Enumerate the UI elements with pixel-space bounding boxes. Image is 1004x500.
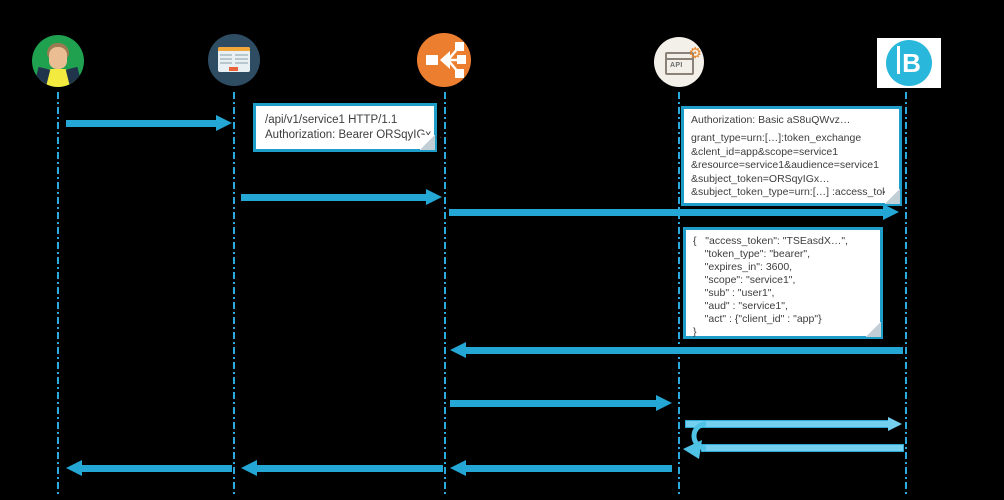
user-avatar-icon	[32, 35, 84, 87]
note-text: grant_type=urn:[…]:token_exchange	[691, 132, 862, 145]
note-text: "token_type": "bearer",	[693, 248, 811, 260]
note-text: "act" : {"client_id" : "app"}	[693, 313, 822, 325]
b-logo-letter: B	[902, 48, 921, 78]
api-label: API	[670, 62, 683, 69]
browser-window-icon	[208, 34, 260, 86]
note-text: /api/v1/service1 HTTP/1.1	[265, 114, 398, 126]
note-text: }	[693, 326, 697, 338]
api-window: API	[665, 52, 694, 75]
token-exchange-note: Authorization: Basic aS8uQWvz… grant_typ…	[681, 106, 902, 206]
note-text: &resource=service1&audience=service1	[691, 159, 879, 172]
api-window-titlebar	[667, 54, 692, 60]
lifeline-service	[678, 92, 680, 496]
token-response-note: { "access_token": "TSEasdX…", "token_typ…	[683, 227, 883, 339]
lifeline-browser-app	[233, 92, 235, 496]
browser-window	[218, 47, 250, 72]
note-text: &clent_id=app&scope=service1	[691, 145, 839, 158]
api-window-icon: API ⚙	[654, 37, 704, 87]
lifeline-gateway	[444, 92, 446, 496]
browser-titlebar	[218, 47, 250, 51]
note-text: &subject_token_type=urn:[…] :access_toke…	[691, 186, 900, 199]
note-text: "sub" : "user1",	[693, 287, 775, 299]
load-balancer-glyph	[426, 42, 466, 78]
load-balancer-icon	[417, 33, 471, 87]
request-note: /api/v1/service1 HTTP/1.1 Authorization:…	[253, 103, 443, 152]
note-text: { "access_token": "TSEasdX…",	[693, 235, 848, 247]
avatar-face	[49, 47, 67, 69]
note-text: "scope": "service1",	[693, 274, 796, 286]
gear-icon: ⚙	[688, 45, 702, 62]
note-fold-corner	[885, 189, 900, 204]
note-text: "aud" : "service1",	[693, 300, 788, 312]
lifeline-token-service	[905, 92, 907, 496]
hook-arrowhead-icon	[683, 421, 707, 459]
note-text: "expires_in": 3600,	[693, 261, 793, 273]
note-fold-corner	[866, 322, 881, 337]
b-logo-icon: B	[877, 38, 941, 88]
note-text: &subject_token=ORSqyIGx…	[691, 172, 830, 185]
b-logo-circle: B	[886, 40, 932, 86]
b-logo-bar	[897, 46, 901, 74]
note-text: Authorization: Bearer ORSqyIGx…	[265, 129, 443, 141]
browser-button	[229, 67, 238, 71]
note-text: Authorization: Basic aS8uQWvz…	[691, 114, 851, 126]
lifeline-user	[57, 92, 59, 496]
note-fold-corner	[420, 135, 435, 150]
